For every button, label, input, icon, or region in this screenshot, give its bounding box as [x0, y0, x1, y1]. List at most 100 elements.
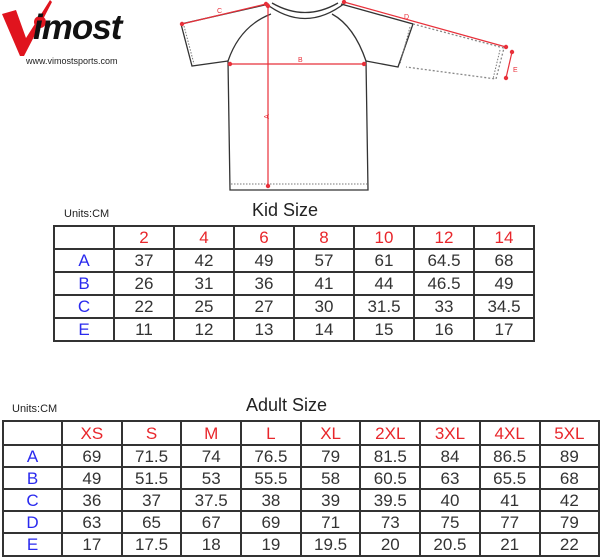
cell: 39.5	[359, 488, 422, 512]
kid-size-header: 14	[473, 225, 535, 250]
cell: 42	[538, 488, 600, 512]
row-label: C	[2, 488, 63, 512]
kid-size-table: 2 4 6 8 10 12 14 A 37 42 49 57 61 64.5 6…	[53, 225, 535, 342]
corner-cell	[53, 225, 115, 250]
cell: 74	[180, 444, 243, 468]
adult-size-header: XL	[299, 420, 362, 446]
kid-size-header: 10	[353, 225, 415, 250]
cell: 20	[359, 532, 422, 557]
cell: 64.5	[413, 248, 475, 273]
corner-cell	[2, 420, 63, 446]
cell: 27	[233, 294, 295, 319]
label-b: B	[298, 57, 303, 64]
table-row: B 49 51.5 53 55.5 58 60.5 63 65.5 68	[2, 466, 600, 490]
cell: 38	[240, 488, 302, 512]
kid-units-label: Units:CM	[64, 208, 110, 220]
adult-size-header: 2XL	[359, 420, 422, 446]
kid-size-header: 6	[233, 225, 295, 250]
cell: 42	[173, 248, 235, 273]
kid-header-row: 2 4 6 8 10 12 14	[53, 225, 535, 250]
v-swoosh-icon	[2, 0, 52, 56]
cell: 71.5	[120, 444, 183, 468]
cell: 53	[180, 466, 243, 490]
cell: 68	[473, 248, 535, 273]
cell: 49	[233, 248, 295, 273]
cell: 16	[413, 317, 475, 342]
cell: 18	[180, 532, 243, 557]
cell: 37.5	[180, 488, 243, 512]
measure-c-line	[181, 3, 267, 25]
cell: 26	[113, 271, 175, 296]
table-row: C 36 37 37.5 38 39 39.5 40 41 42	[2, 488, 600, 512]
row-label: B	[53, 271, 115, 296]
cell: 77	[478, 510, 541, 534]
cell: 65.5	[478, 466, 541, 490]
row-label: A	[53, 248, 115, 273]
adult-size-header: S	[120, 420, 183, 446]
measure-d-line	[343, 1, 507, 48]
cell: 75	[419, 510, 481, 534]
adult-header-row: XS S M L XL 2XL 3XL 4XL 5XL	[2, 420, 600, 446]
cell: 19	[240, 532, 302, 557]
cell: 14	[293, 317, 355, 342]
brand-logo: imost www.vimostsports.com	[0, 0, 150, 70]
adult-size-header: XS	[61, 420, 123, 446]
cell: 51.5	[120, 466, 183, 490]
cell: 63	[419, 466, 481, 490]
table-row: E 17 17.5 18 19 19.5 20 20.5 21 22	[2, 532, 600, 557]
cell: 36	[61, 488, 123, 512]
cell: 15	[353, 317, 415, 342]
cell: 17	[473, 317, 535, 342]
cell: 33	[413, 294, 475, 319]
adult-size-header: 4XL	[478, 420, 541, 446]
table-row: B 26 31 36 41 44 46.5 49	[53, 271, 535, 296]
cell: 31.5	[353, 294, 415, 319]
cell: 67	[180, 510, 243, 534]
adult-units-label: Units:CM	[12, 403, 58, 415]
cell: 11	[113, 317, 175, 342]
table-row: E 11 12 13 14 15 16 17	[53, 317, 535, 342]
cell: 46.5	[413, 271, 475, 296]
adult-size-header: L	[240, 420, 302, 446]
cell: 22	[113, 294, 175, 319]
adult-size-header: 5XL	[538, 420, 600, 446]
row-label: C	[53, 294, 115, 319]
adult-size-table: XS S M L XL 2XL 3XL 4XL 5XL A 69 71.5 74…	[2, 420, 600, 557]
cell: 44	[353, 271, 415, 296]
cell: 12	[173, 317, 235, 342]
cell: 22	[538, 532, 600, 557]
cell: 55.5	[240, 466, 302, 490]
cell: 69	[240, 510, 302, 534]
cell: 30	[293, 294, 355, 319]
cell: 61	[353, 248, 415, 273]
cell: 17	[61, 532, 123, 557]
brand-url: www.vimostsports.com	[26, 56, 118, 66]
shirt-measurement-diagram: C D B E A	[179, 0, 518, 191]
cell: 34.5	[473, 294, 535, 319]
cell: 20.5	[419, 532, 481, 557]
kid-size-header: 8	[293, 225, 355, 250]
cell: 40	[419, 488, 481, 512]
cell: 17.5	[120, 532, 183, 557]
table-row: C 22 25 27 30 31.5 33 34.5	[53, 294, 535, 319]
cell: 13	[233, 317, 295, 342]
cell: 86.5	[478, 444, 541, 468]
label-c: C	[217, 8, 222, 15]
cell: 25	[173, 294, 235, 319]
cell: 65	[120, 510, 183, 534]
cell: 36	[233, 271, 295, 296]
cell: 81.5	[359, 444, 422, 468]
label-a: A	[264, 114, 271, 119]
cell: 49	[61, 466, 123, 490]
adult-size-header: M	[180, 420, 243, 446]
row-label: E	[53, 317, 115, 342]
cell: 57	[293, 248, 355, 273]
cell: 76.5	[240, 444, 302, 468]
measure-e-line	[505, 51, 513, 79]
row-label: E	[2, 532, 63, 557]
cell: 84	[419, 444, 481, 468]
table-row: A 69 71.5 74 76.5 79 81.5 84 86.5 89	[2, 444, 600, 468]
cell: 37	[113, 248, 175, 273]
cell: 31	[173, 271, 235, 296]
brand-wordmark: imost	[33, 8, 122, 47]
